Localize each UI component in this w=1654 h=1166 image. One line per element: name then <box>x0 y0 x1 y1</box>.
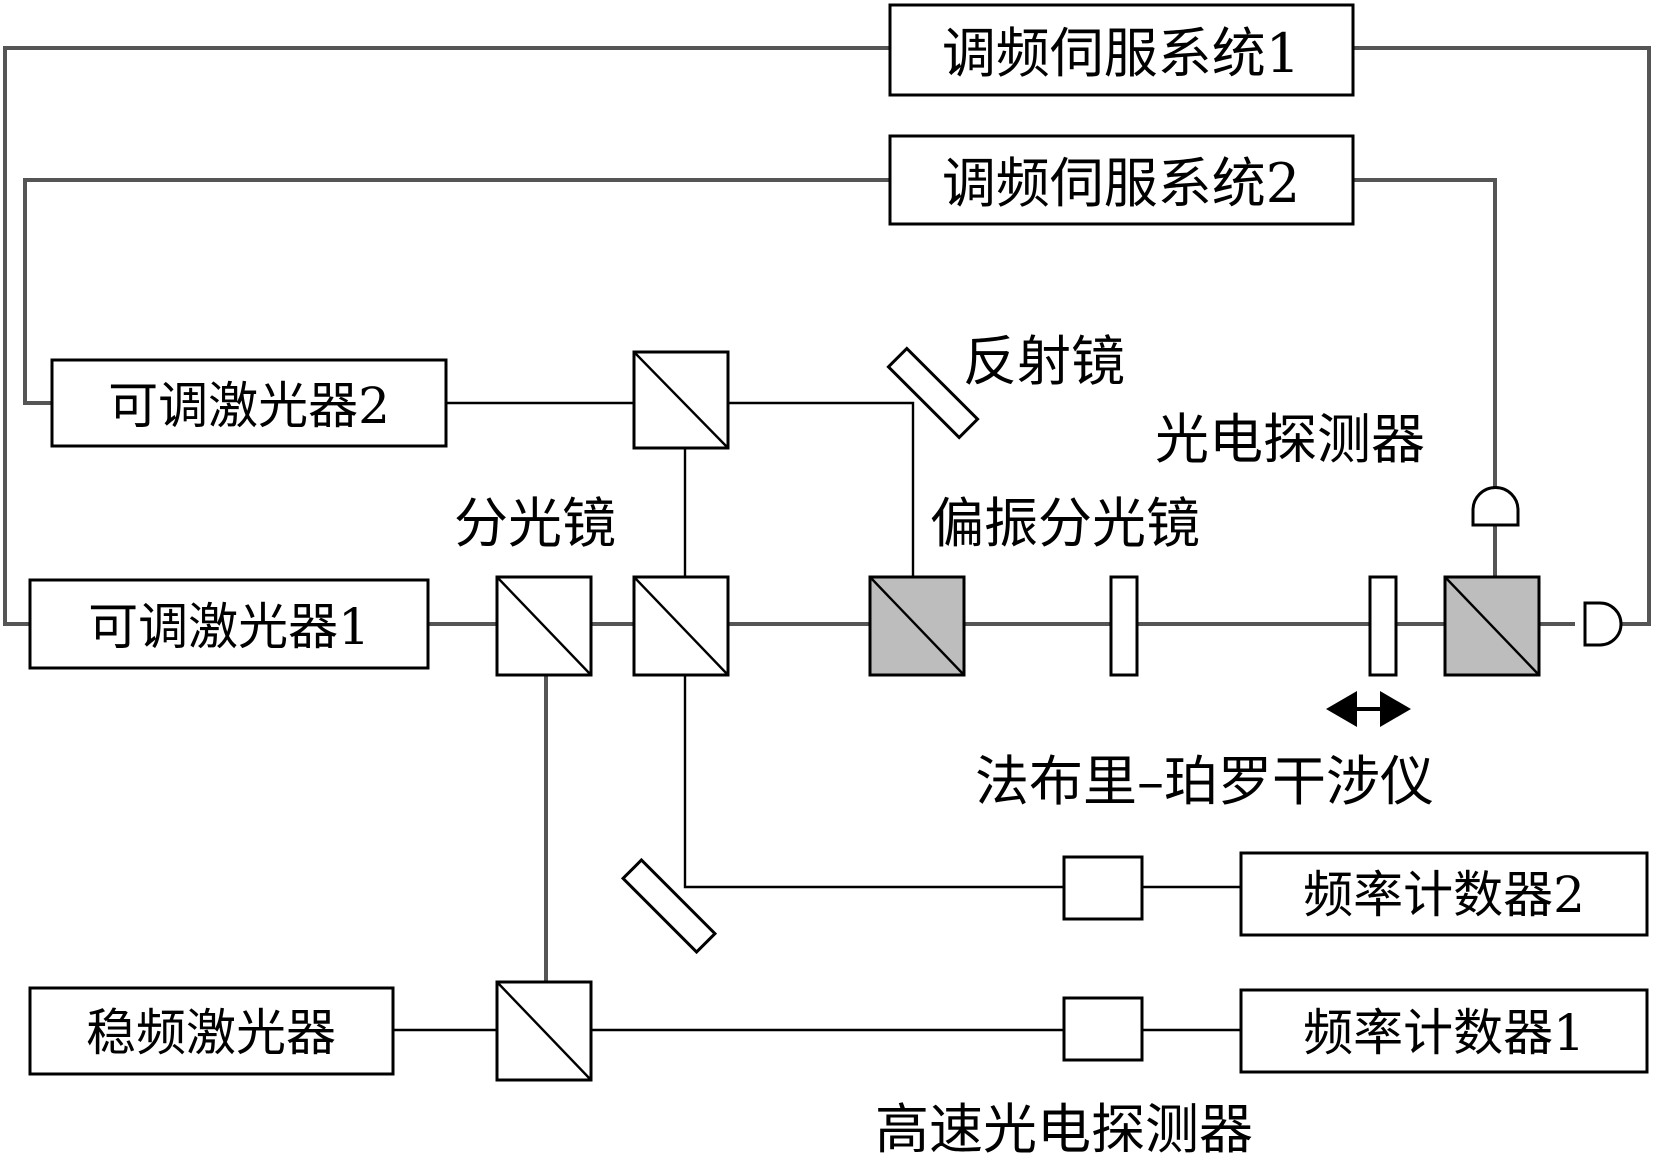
servo2-feedback-wire <box>23 178 1497 495</box>
beam-splitter-label: 分光镜 <box>454 492 616 555</box>
high-speed-detector-1 <box>1062 996 1144 1062</box>
frequency-counter-1-label: 频率计数器1 <box>1303 1004 1585 1062</box>
polarizing-beam-splitter-1 <box>868 575 966 677</box>
stable-laser-box <box>28 986 395 1076</box>
beam-splitter-middle <box>632 575 730 677</box>
fabry-perot-plate-2 <box>1368 575 1398 677</box>
frequency-counter-2-label: 频率计数器2 <box>1303 866 1585 924</box>
tunable-laser-1-box <box>28 578 430 670</box>
beam-splitter-bottom <box>495 980 593 1082</box>
laser2-beam <box>446 401 915 624</box>
photodetector-top-icon <box>1471 486 1520 527</box>
servo-system-1-box <box>888 3 1355 97</box>
tunable-laser-1-label: 可调激光器1 <box>88 598 370 656</box>
beam-splitter-left <box>495 575 593 677</box>
frequency-counter-2-box <box>1239 851 1649 937</box>
servo-system-2-box <box>888 134 1355 226</box>
mirror-bottom <box>620 857 718 955</box>
double-arrow-icon <box>1326 691 1411 727</box>
servo-system-1-label: 调频伺服系统1 <box>942 22 1300 85</box>
stable-laser-label: 稳频激光器 <box>86 1004 336 1062</box>
mirror-label: 反射镜 <box>963 330 1125 393</box>
fabry-perot-label: 法布里–珀罗干涉仪 <box>975 750 1434 813</box>
fabry-perot-plate-1 <box>1109 575 1139 677</box>
frequency-counter-1-box <box>1239 988 1649 1074</box>
photodetector-right-icon <box>1583 601 1623 647</box>
tunable-laser-2-box <box>50 358 448 448</box>
polarizing-beam-splitter-2 <box>1443 575 1541 677</box>
polarizing-beam-splitter-label: 偏振分光镜 <box>930 492 1200 555</box>
tunable-laser-2-label: 可调激光器2 <box>108 377 390 435</box>
splitter-vertical-beam <box>683 403 1064 889</box>
mirror-top <box>886 346 980 440</box>
servo-system-2-label: 调频伺服系统2 <box>942 152 1300 215</box>
beam-splitter-top <box>632 350 730 450</box>
photodetector-label: 光电探测器 <box>1155 408 1425 471</box>
servo1-feedback-wire <box>3 46 1651 626</box>
high-speed-photodetector-label: 高速光电探测器 <box>875 1098 1253 1161</box>
high-speed-detector-2 <box>1062 855 1144 921</box>
